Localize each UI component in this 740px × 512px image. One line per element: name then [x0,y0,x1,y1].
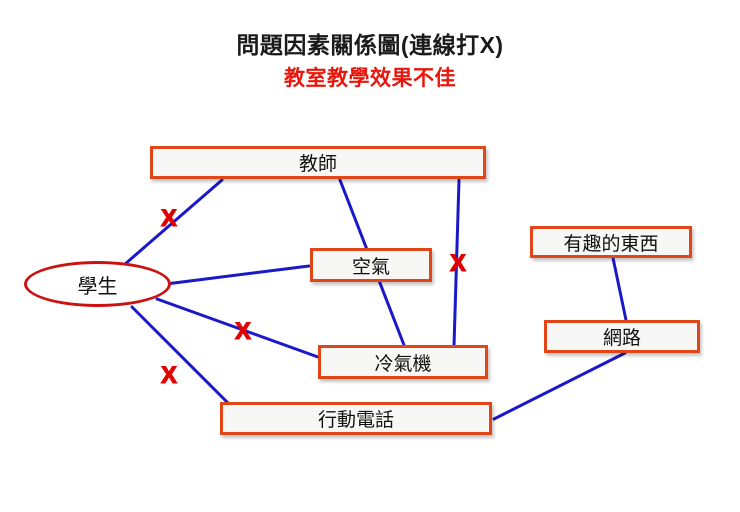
node-air[interactable]: 空氣 [310,248,432,282]
node-label-fun: 有趣的東西 [563,233,659,255]
edge-internet-to-mobile [492,351,627,421]
page-title: 問題因素關係圖(連線打X) [236,32,504,58]
node-label-air: 空氣 [351,256,390,278]
x-mark-icon-e-student-teacher: X [160,204,178,233]
node-label-internet: 網路 [602,328,641,349]
node-mobile[interactable]: 行動電話 [220,402,492,435]
x-mark-icon-e-student-mobile: X [160,361,178,390]
node-internet[interactable]: 網路 [544,320,700,353]
edge-student-to-air [164,264,311,286]
x-mark-icon-e-teacher-aircon-v: X [449,249,467,278]
page-subtitle: 教室教學效果不佳 [284,67,456,90]
node-label-student: 學生 [77,275,118,298]
node-student[interactable]: 學生 [24,261,171,307]
edge-fun-to-internet [611,256,628,322]
node-teacher[interactable]: 教師 [150,146,486,179]
node-label-mobile: 行動電話 [317,410,394,431]
x-mark-icon-e-student-aircon: X [234,317,252,346]
node-aircon[interactable]: 冷氣機 [318,345,488,379]
node-label-teacher: 教師 [298,154,337,175]
node-fun[interactable]: 有趣的東西 [530,226,692,258]
node-label-aircon: 冷氣機 [374,353,432,375]
edge-student-to-mobile [130,305,231,406]
